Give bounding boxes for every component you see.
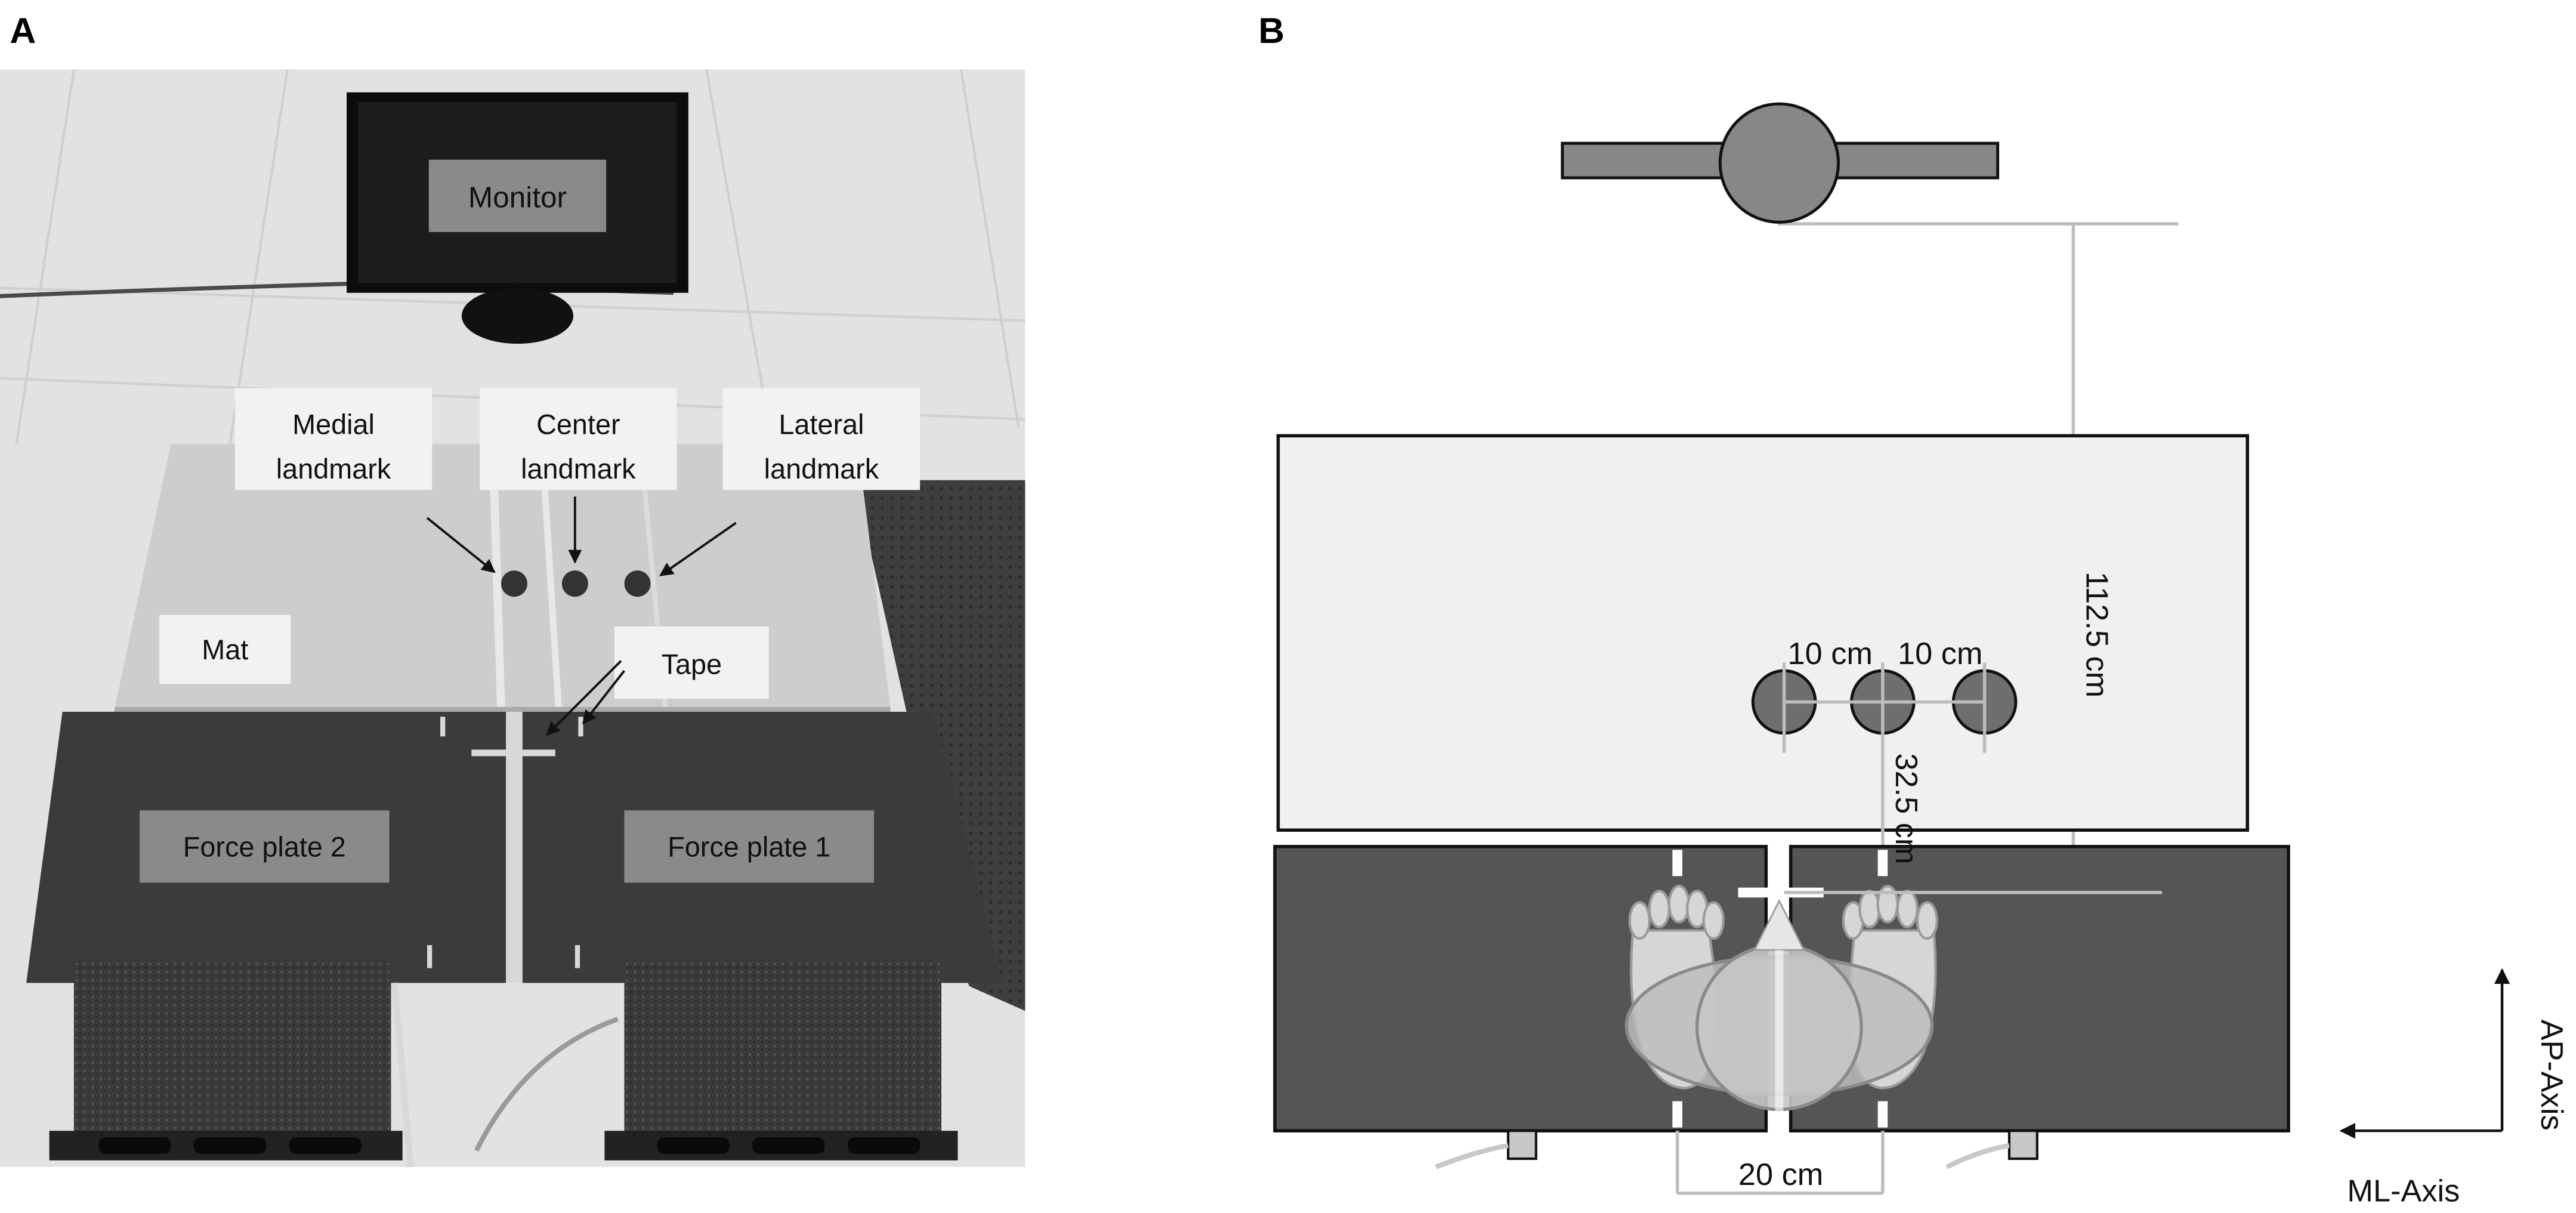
schematic-panel: 20 cm 10 cm 10 cm 112.5 cm 32.5 cm AP-Ax… bbox=[1273, 102, 2569, 1209]
plate-stands-photo bbox=[49, 961, 958, 1168]
photo-arrows bbox=[426, 496, 737, 736]
monitor-label-box bbox=[428, 159, 607, 232]
panel-b-letter: B bbox=[1258, 10, 1284, 51]
landmark-distance-label: 32.5 cm bbox=[1889, 753, 1923, 864]
photo-panel: Monitor bbox=[0, 69, 1026, 1168]
monitor-label: Monitor bbox=[468, 181, 567, 214]
medial-label-line2: landmark bbox=[276, 453, 391, 484]
lateral-label-line1: Lateral bbox=[779, 409, 864, 440]
mat-label: Mat bbox=[202, 634, 248, 665]
foot-width-label: 20 cm bbox=[1738, 1158, 1823, 1192]
mat-schematic bbox=[1276, 434, 2249, 832]
landmark-guides bbox=[1782, 662, 1987, 893]
center-landmark-dot bbox=[561, 570, 588, 597]
participant-topview bbox=[1624, 884, 1938, 1131]
force-plate-1-label: Force plate 1 bbox=[668, 831, 830, 862]
center-label-line2: landmark bbox=[521, 453, 636, 484]
ml-axis-label: ML-Axis bbox=[2347, 1174, 2460, 1209]
lateral-landmark-dot bbox=[624, 570, 651, 597]
force-plate-2-label: Force plate 2 bbox=[183, 831, 346, 862]
landmark-spacing-left: 10 cm bbox=[1788, 637, 1873, 671]
panel-a-letter: A bbox=[10, 10, 36, 51]
monitor-schematic bbox=[1561, 102, 2000, 224]
tape-label: Tape bbox=[662, 649, 722, 680]
monitor-photo: Monitor bbox=[347, 92, 688, 344]
medial-landmark-dot bbox=[501, 570, 527, 597]
monitor-distance-label: 112.5 cm bbox=[2079, 572, 2114, 697]
landmark-spacing-right: 10 cm bbox=[1898, 637, 1982, 671]
ap-axis-label: AP-Axis bbox=[2534, 1020, 2569, 1131]
monitor-cable bbox=[0, 280, 674, 298]
medial-label-line1: Medial bbox=[292, 409, 375, 440]
center-label-line1: Center bbox=[536, 409, 620, 440]
axes-indicator bbox=[2339, 968, 2510, 1139]
lateral-label-line2: landmark bbox=[764, 453, 879, 484]
foot-width-dimension bbox=[1675, 1131, 1885, 1195]
plate-cable bbox=[474, 1017, 619, 1152]
